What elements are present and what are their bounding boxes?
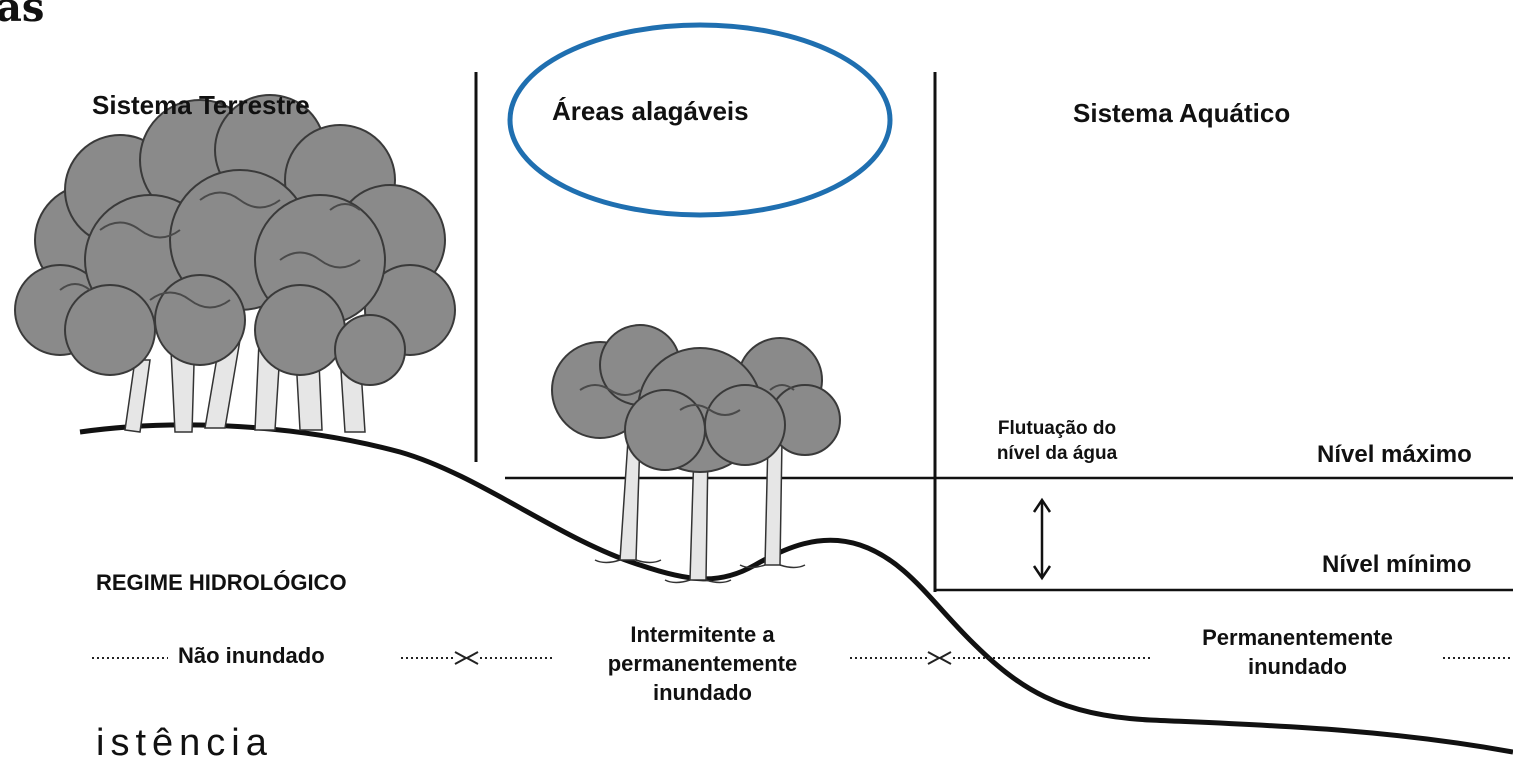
corner-fragment: as bbox=[0, 0, 45, 31]
label-flutuacao-line2: nível da água bbox=[996, 443, 1118, 465]
regime-intermitente: Intermitente a permanentemente inundado bbox=[560, 620, 845, 707]
terrain-profile bbox=[79, 422, 1513, 755]
label-flutuacao: Flutuação do nível da água bbox=[972, 416, 1142, 466]
regime-intermitente-line1: Intermitente a bbox=[630, 622, 775, 647]
regime-permanente: Permanentemente inundado bbox=[1155, 623, 1440, 681]
label-nivel-minimo: Nível mínimo bbox=[1322, 551, 1472, 578]
regime-intermitente-line3: inundado bbox=[653, 680, 752, 706]
small-tree-cluster-icon bbox=[551, 324, 841, 584]
header-sistema-terrestre: Sistema Terrestre bbox=[92, 90, 310, 120]
label-flutuacao-line1: Flutuação do bbox=[997, 418, 1117, 439]
regime-permanente-line2: inundado bbox=[1248, 654, 1347, 680]
double-arrow-icon bbox=[1032, 497, 1052, 581]
header-sistema-aquatico: Sistema Aquático bbox=[1073, 98, 1291, 128]
large-tree-cluster-icon bbox=[14, 94, 456, 433]
regime-intermitente-line2: permanentemente bbox=[607, 651, 798, 677]
highlight-ellipse bbox=[507, 22, 893, 218]
regime-permanente-line1: Permanentemente bbox=[1202, 625, 1393, 650]
regime-arrow-junctions bbox=[454, 651, 952, 665]
header-areas-alagaveis: Áreas alagáveis bbox=[552, 96, 749, 126]
regime-title: REGIME HIDROLÓGICO bbox=[96, 570, 347, 595]
label-nivel-maximo: Nível máximo bbox=[1317, 441, 1472, 468]
footer-fragment: istência bbox=[96, 722, 273, 764]
regime-nao-inundado: Não inundado bbox=[178, 643, 325, 668]
